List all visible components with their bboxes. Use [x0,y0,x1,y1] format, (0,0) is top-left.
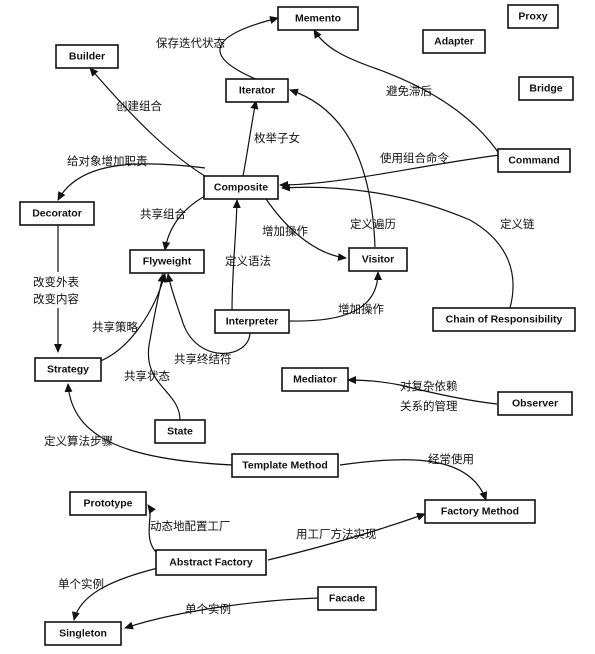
node-factory-method[interactable]: Factory Method [424,499,536,524]
node-strategy[interactable]: Strategy [34,357,102,382]
node-template-method-label: Template Method [242,460,328,472]
node-observer-label: Observer [512,398,558,410]
node-singleton-label: Singleton [59,628,107,640]
node-command-label: Command [508,155,559,167]
label-single-instance-2: 单个实例 [185,602,231,616]
label-complex-dependency-1: 对复杂依赖 [400,379,458,393]
node-factory-method-label: Factory Method [441,506,519,518]
node-state-label: State [167,426,193,438]
node-iterator-label: Iterator [239,85,275,97]
edge-composite-decorator [57,163,206,201]
node-adapter[interactable]: Adapter [422,29,486,54]
node-decorator[interactable]: Decorator [19,201,95,226]
node-bridge-label: Bridge [529,83,562,95]
edge-composite-flyweight [162,195,206,251]
edge-facade-singleton [124,597,319,630]
edge-interpreter-flyweight [165,273,251,354]
label-add-operation-2: 增加操作 [338,302,384,316]
label-dynamic-config: 动态地配置工厂 [150,519,231,533]
label-single-instance: 单个实例 [58,577,104,591]
label-share-state: 共享状态 [124,369,170,383]
node-mediator[interactable]: Mediator [281,367,349,392]
node-adapter-label: Adapter [434,36,474,48]
node-chain-of-responsibility[interactable]: Chain of Responsibility [432,307,576,332]
label-use-composite-command: 使用组合命令 [380,151,449,165]
label-save-iteration-state: 保存迭代状态 [156,36,225,50]
edge-abstract-factory-singleton [71,567,159,621]
node-singleton[interactable]: Singleton [44,621,122,646]
label-avoid-lag: 避免滞后 [386,84,432,98]
node-builder[interactable]: Builder [55,44,119,69]
label-share-composite: 共享组合 [140,207,186,221]
node-observer[interactable]: Observer [497,391,573,416]
label-add-operation: 增加操作 [262,224,308,238]
edge-composite-visitor [263,195,347,262]
node-state[interactable]: State [154,419,206,444]
node-iterator[interactable]: Iterator [225,78,289,103]
node-prototype[interactable]: Prototype [69,491,147,516]
edge-abstract-factory-factory-method [267,512,426,561]
node-abstract-factory-label: Abstract Factory [169,557,253,569]
label-define-algorithm-steps: 定义算法步骤 [44,434,113,448]
node-builder-label: Builder [69,51,105,63]
label-enumerate-children: 枚举子女 [254,131,300,145]
label-define-grammar: 定义语法 [225,254,271,268]
node-proxy-label: Proxy [518,11,547,23]
label-share-terminal: 共享终结符 [174,352,232,366]
node-proxy[interactable]: Proxy [507,4,559,29]
edge-command-composite [279,154,501,189]
edge-visitor-iterator [289,88,376,248]
node-facade[interactable]: Facade [317,586,377,611]
node-template-method[interactable]: Template Method [231,453,339,478]
edge-command-memento [313,29,501,156]
node-memento[interactable]: Memento [277,6,359,31]
label-share-strategy: 共享策略 [92,320,138,334]
node-mediator-label: Mediator [293,374,337,386]
node-interpreter-label: Interpreter [226,316,279,328]
label-change-skin: 改变外表 [33,275,79,289]
node-visitor-label: Visitor [362,254,394,266]
label-define-chain: 定义链 [500,217,535,231]
edge-template-factory-method [339,459,488,501]
node-chain-label: Chain of Responsibility [446,314,563,326]
label-change-guts: 改变内容 [33,292,79,306]
edge-chain-composite [281,183,514,309]
edge-iterator-memento [219,16,279,81]
edge-composite-builder [89,67,209,179]
node-strategy-label: Strategy [47,364,89,376]
node-composite-label: Composite [214,182,268,194]
node-flyweight[interactable]: Flyweight [129,249,205,274]
node-visitor[interactable]: Visitor [348,247,408,272]
edge-interpreter-composite [231,199,241,313]
node-composite[interactable]: Composite [203,175,279,200]
node-prototype-label: Prototype [83,498,132,510]
node-interpreter[interactable]: Interpreter [214,309,290,334]
node-memento-label: Memento [295,13,341,25]
edge-observer-mediator [347,376,498,405]
node-bridge[interactable]: Bridge [518,76,574,101]
label-add-responsibility: 给对象增加职责 [67,154,148,168]
node-decorator-label: Decorator [32,208,82,220]
label-often-use: 经常使用 [428,452,474,466]
node-command[interactable]: Command [497,148,571,173]
edge-interpreter-visitor [289,271,382,322]
label-complex-dependency-2: 关系的管理 [400,399,458,413]
label-implement-with-fm: 用工厂方法实现 [296,527,377,541]
node-flyweight-label: Flyweight [143,256,192,268]
node-abstract-factory[interactable]: Abstract Factory [155,549,267,576]
node-facade-label: Facade [329,593,365,605]
edge-state-flyweight [147,273,181,421]
edge-strategy-flyweight [97,273,167,363]
label-create-composite: 创建组合 [116,99,162,113]
edge-template-strategy [64,383,234,466]
label-define-traversal: 定义遍历 [350,217,396,231]
edge-composite-iterator [242,100,259,177]
